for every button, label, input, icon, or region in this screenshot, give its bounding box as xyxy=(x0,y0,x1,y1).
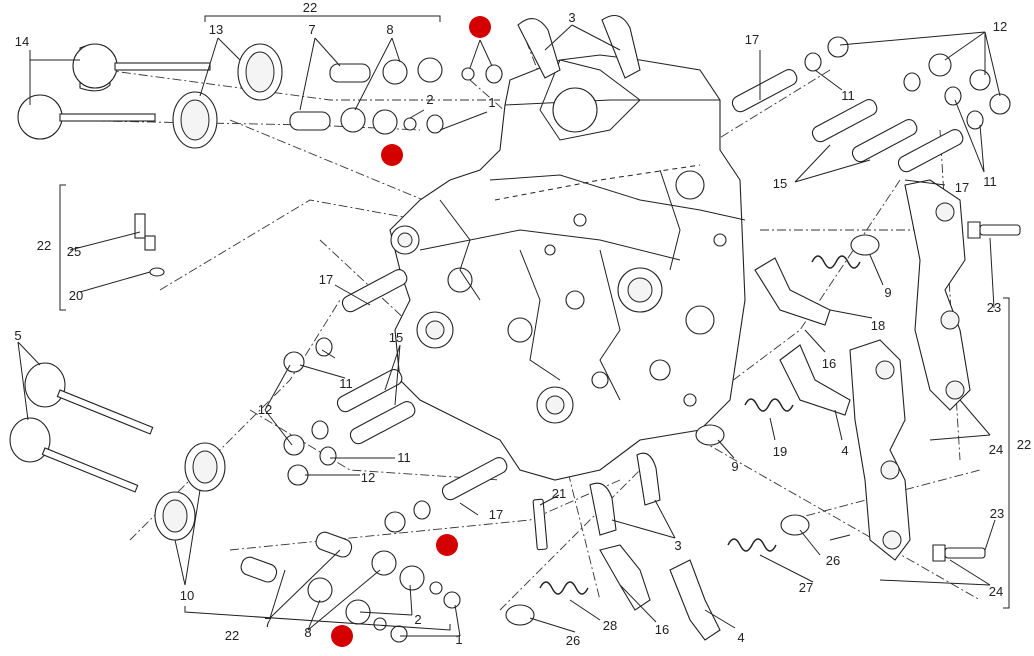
brackets xyxy=(59,15,1010,631)
red-marker xyxy=(381,144,403,166)
callout-17: 17 xyxy=(955,180,969,195)
callout-17: 17 xyxy=(319,272,333,287)
callout-17: 17 xyxy=(745,32,759,47)
callout-16: 16 xyxy=(655,622,669,637)
intake-valves xyxy=(17,43,211,140)
callout-1: 1 xyxy=(455,632,462,647)
exhaust-valves xyxy=(9,362,154,493)
rocker-arms-top xyxy=(517,14,641,79)
callout-labels: 22 14 13 7 8 2 1 3 17 12 11 15 17 11 22 … xyxy=(14,0,1031,648)
callout-26: 26 xyxy=(826,553,840,568)
callout-7: 7 xyxy=(308,22,315,37)
callout-24: 24 xyxy=(989,584,1003,599)
red-marker xyxy=(331,625,353,647)
callout-27: 27 xyxy=(799,580,813,595)
callout-15: 15 xyxy=(773,176,787,191)
valve-seals-10 xyxy=(154,442,226,541)
callout-22: 22 xyxy=(225,628,239,643)
callout-17: 17 xyxy=(489,507,503,522)
callout-2: 2 xyxy=(414,612,421,627)
right-plugs-tubes xyxy=(731,36,1011,173)
callout-5: 5 xyxy=(14,328,21,343)
callout-11: 11 xyxy=(397,450,411,465)
callout-13: 13 xyxy=(209,22,223,37)
callout-28: 28 xyxy=(603,618,617,633)
callout-22: 22 xyxy=(303,0,317,15)
shims-7-8-upper xyxy=(289,57,503,135)
callout-19: 19 xyxy=(773,444,787,459)
callout-12: 12 xyxy=(258,402,272,417)
callout-8: 8 xyxy=(304,625,311,640)
callout-20: 20 xyxy=(69,288,83,303)
callout-18: 18 xyxy=(871,318,885,333)
callout-15: 15 xyxy=(389,330,403,345)
bearing-caps xyxy=(849,179,1021,562)
callout-9: 9 xyxy=(884,285,891,300)
leader-lines xyxy=(17,24,1001,637)
callout-22: 22 xyxy=(37,238,51,253)
callout-4: 4 xyxy=(737,630,744,645)
callout-12: 12 xyxy=(361,470,375,485)
callout-3: 3 xyxy=(568,10,575,25)
callout-2: 2 xyxy=(426,92,433,107)
callout-22: 22 xyxy=(1017,437,1031,452)
cylinder-head xyxy=(389,54,746,481)
callout-1: 1 xyxy=(488,95,495,110)
callout-9: 9 xyxy=(731,459,738,474)
left-plugs-tubes xyxy=(283,269,508,533)
callout-8: 8 xyxy=(386,22,393,37)
callout-4: 4 xyxy=(841,443,848,458)
red-marker xyxy=(436,534,458,556)
red-marker xyxy=(469,16,491,38)
callout-12: 12 xyxy=(993,19,1007,34)
callout-10: 10 xyxy=(180,588,194,603)
shims-7-8-lower xyxy=(240,531,461,643)
callout-14: 14 xyxy=(15,34,29,49)
callout-26: 26 xyxy=(566,633,580,648)
springs-levers xyxy=(505,234,880,641)
callout-24: 24 xyxy=(989,442,1003,457)
callout-7: 7 xyxy=(264,615,271,630)
callout-3: 3 xyxy=(674,538,681,553)
callout-23: 23 xyxy=(987,300,1001,315)
plug-25-washer-20 xyxy=(134,213,165,277)
valve-seals-13 xyxy=(172,43,283,149)
callout-11: 11 xyxy=(983,174,997,189)
callout-11: 11 xyxy=(841,88,855,103)
callout-21: 21 xyxy=(552,486,566,501)
callout-23: 23 xyxy=(990,506,1004,521)
callout-16: 16 xyxy=(822,356,836,371)
red-markers xyxy=(331,16,491,647)
callout-11: 11 xyxy=(339,376,353,391)
callout-25: 25 xyxy=(67,244,81,259)
